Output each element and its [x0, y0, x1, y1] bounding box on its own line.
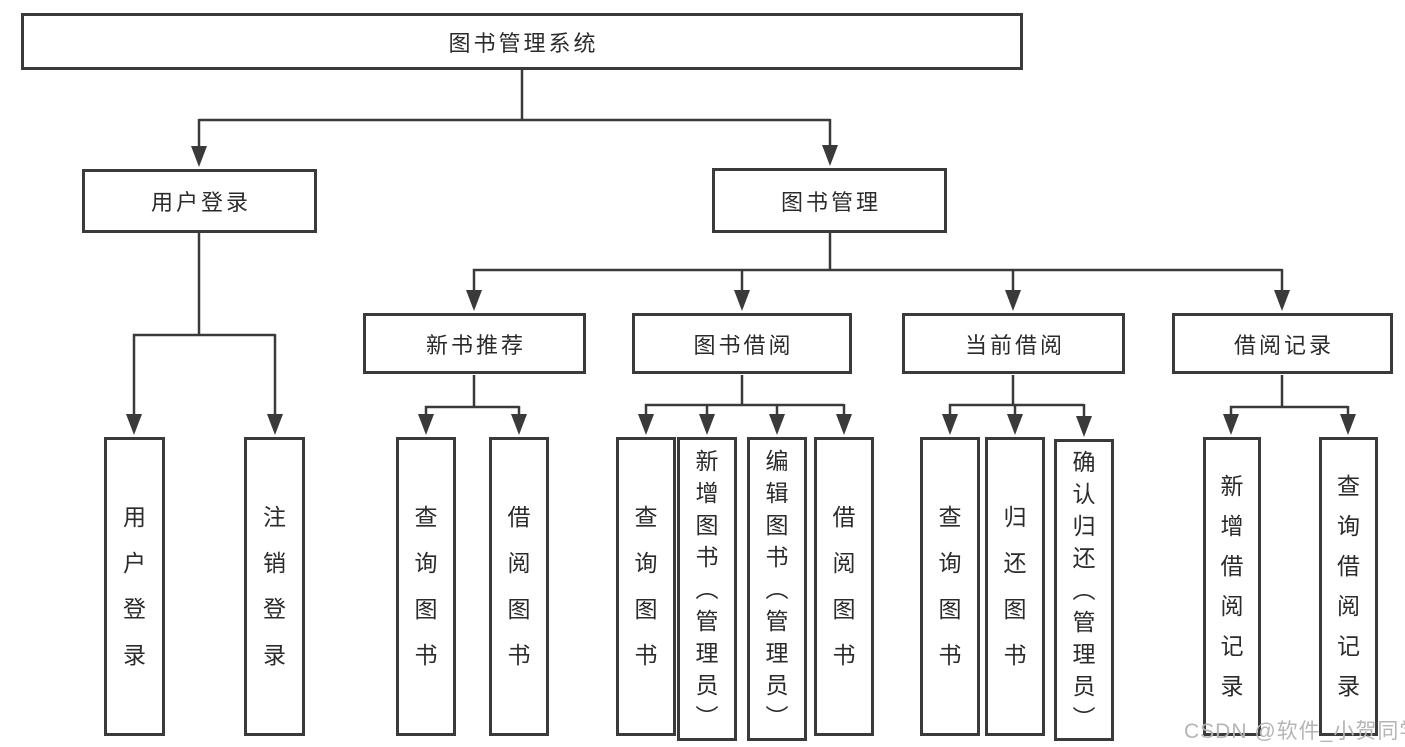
connector-borrowing-records [1229, 375, 1350, 418]
node-book-management: 图书管理 [712, 168, 947, 233]
connector-new-book-recommend [424, 375, 521, 418]
node-current-borrowing: 当前借阅 [902, 313, 1125, 374]
leaf-borrow-books-recommend: 借阅图书 [489, 437, 549, 736]
connector-book-management [472, 233, 1284, 294]
leaf-query-books-current: 查询图书 [920, 437, 980, 736]
node-user-login-label: 用户登录 [150, 190, 251, 215]
leaf-return-books: 归还图书 [985, 437, 1045, 736]
leaf-borrow-books-borrowing: 借阅图书 [814, 437, 874, 736]
leaf-logout: 注销登录 [244, 437, 305, 736]
connector-current-borrowing [948, 375, 1086, 420]
node-borrowing-records-label: 借阅记录 [1233, 332, 1334, 358]
node-book-borrowing-label: 图书借阅 [693, 332, 794, 358]
node-book-borrowing: 图书借阅 [632, 313, 852, 374]
leaf-add-books-admin: 新增图书︵管理员︶ [677, 437, 737, 741]
node-borrowing-records: 借阅记录 [1172, 313, 1393, 374]
leaf-edit-books-admin: 编辑图书︵管理员︶ [747, 437, 807, 741]
csdn-watermark: CSDN @软件_小贺同学 [1184, 720, 1405, 743]
leaf-query-books-borrowing: 查询图书 [616, 437, 676, 736]
leaf-confirm-return-admin: 确认归还︵管理员︶ [1054, 439, 1114, 741]
node-root: 图书管理系统 [21, 13, 1023, 70]
node-root-label: 图书管理系统 [448, 30, 599, 56]
node-user-login: 用户登录 [82, 169, 317, 233]
node-new-book-recommend-label: 新书推荐 [425, 332, 526, 358]
leaf-query-borrow-record: 查询借阅记录 [1319, 437, 1378, 736]
leaf-query-books-recommend: 查询图书 [396, 437, 456, 736]
connector-user-login [132, 233, 277, 418]
node-new-book-recommend: 新书推荐 [363, 313, 586, 374]
leaf-add-borrow-record: 新增借阅记录 [1203, 437, 1261, 736]
connector-book-borrowing [644, 375, 846, 418]
connector-root [197, 69, 832, 149]
node-current-borrowing-label: 当前借阅 [964, 332, 1065, 358]
node-book-management-label: 图书管理 [780, 189, 881, 215]
leaf-user-login: 用户登录 [104, 437, 165, 736]
